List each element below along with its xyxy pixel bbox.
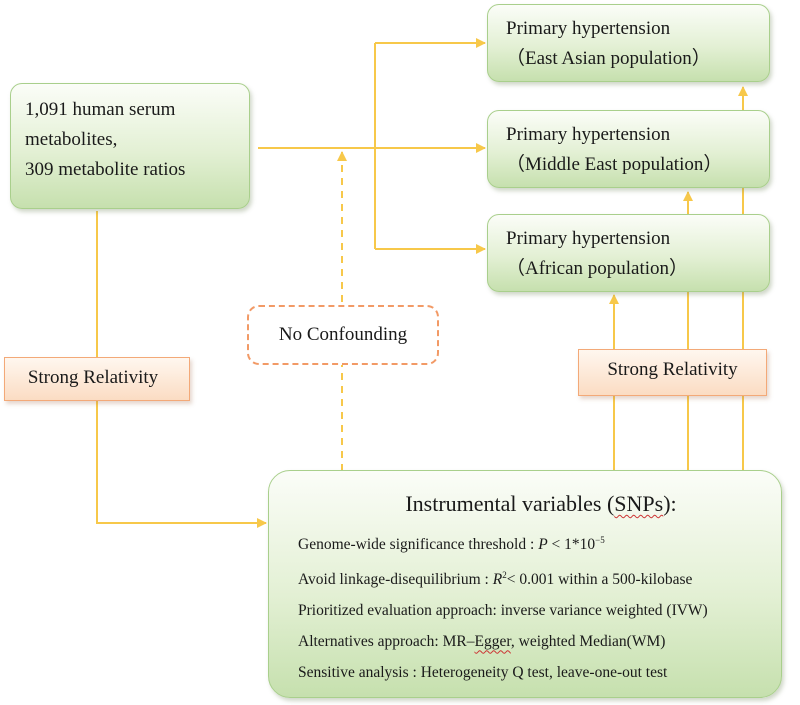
no-confounding-label: No Confounding — [247, 305, 439, 365]
strong-relativity-right-label: Strong Relativity — [578, 349, 767, 396]
criterion-label: Alternatives approach: MR– — [298, 633, 475, 651]
left-relevance-line — [96, 211, 267, 528]
criterion-exponent: 2 — [502, 570, 507, 581]
criterion-linkage: Avoid linkage-disequilibrium : R2< 0.001… — [298, 560, 781, 595]
outcome-population: （Middle East population） — [506, 154, 723, 175]
criterion-label: Genome-wide significance threshold : — [298, 536, 539, 554]
outcome-population: （African population） — [506, 258, 689, 279]
criterion-exponent: −5 — [595, 535, 605, 545]
criterion-significance: Genome-wide significance threshold : P <… — [298, 525, 781, 560]
outcome-title: Primary hypertension — [506, 124, 671, 145]
outcome-african-box: Primary hypertension （African population… — [487, 214, 770, 292]
instrumental-variables-box: Instrumental variables (SNPs): Genome-wi… — [268, 470, 782, 698]
criterion-rest: , weighted Median(WM) — [510, 633, 666, 651]
criterion-egger: Egger — [474, 633, 511, 651]
iv-title-text: Instrumental variables ( — [405, 491, 615, 516]
criterion-label: Avoid linkage-disequilibrium : — [298, 571, 493, 589]
iv-title-end: ): — [663, 491, 677, 516]
criterion-value: < 1*10 — [547, 536, 596, 554]
strong-relativity-left-label: Strong Relativity — [4, 357, 190, 401]
criterion-ivw: Prioritized evaluation approach: inverse… — [298, 602, 708, 620]
criterion-sensitivity: Sensitive analysis : Heterogeneity Q tes… — [298, 664, 668, 682]
criterion-symbol: R — [492, 571, 503, 589]
outcome-middle-east-box: Primary hypertension （Middle East popula… — [487, 110, 770, 188]
exposure-box: 1,091 human serum metabolites, 309 metab… — [10, 83, 250, 209]
outcome-title: Primary hypertension — [506, 18, 671, 39]
criterion-alternatives: Alternatives approach: MR–Egger, weighte… — [298, 626, 781, 657]
iv-title-snps: SNPs — [614, 491, 664, 516]
iv-title: Instrumental variables (SNPs): — [269, 489, 781, 519]
criterion-value: < 0.001 within a 500-kilobase — [506, 571, 693, 589]
exposure-line: 1,091 human serum — [25, 99, 176, 120]
outcome-east-asian-box: Primary hypertension （East Asian populat… — [487, 4, 770, 82]
outcome-title: Primary hypertension — [506, 228, 671, 249]
exposure-line: metabolites, — [25, 129, 118, 150]
exposure-line: 309 metabolite ratios — [25, 159, 186, 180]
criterion-symbol: P — [538, 536, 548, 554]
outcome-population: （East Asian population） — [506, 48, 711, 69]
